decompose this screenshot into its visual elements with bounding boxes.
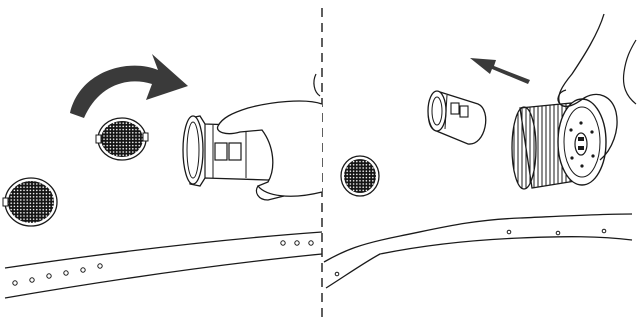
hand-icon: [314, 74, 320, 96]
mesh-grille-filter-icon: [341, 156, 379, 196]
mesh-grille-filter-icon: [3, 178, 57, 226]
mesh-grille-filter-icon: [96, 118, 148, 160]
right-panel: [324, 14, 636, 288]
curved-rotation-arrow-icon: [70, 54, 188, 118]
cylindrical-filter-icon: [428, 91, 486, 144]
hand-icon: [624, 40, 637, 104]
housing-outline-right: [324, 214, 632, 288]
housing-strip-left: [5, 232, 322, 298]
straight-pull-arrow-icon: [470, 58, 530, 84]
pleated-filter-icon: [512, 99, 606, 189]
left-panel: [3, 54, 322, 298]
